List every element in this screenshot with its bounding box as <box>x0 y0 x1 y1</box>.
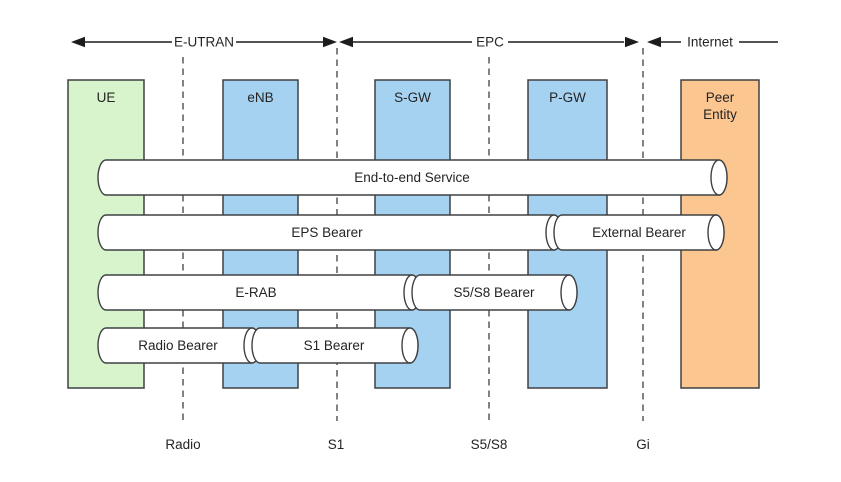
bearer-label-eps-bearer: EPS Bearer <box>291 225 363 240</box>
bearer-label-s1-bearer: S1 Bearer <box>304 338 365 353</box>
pipe-end-cap <box>707 214 725 251</box>
interface-label-radio: Radio <box>165 437 200 452</box>
bearer-label-radio-bearer: Radio Bearer <box>138 338 218 353</box>
bearer-pipe-s5s8-bearer: S5/S8 Bearer <box>411 274 578 311</box>
pipe-end-cap <box>560 274 578 311</box>
bearer-pipe-eps-bearer: EPS Bearer <box>97 214 563 251</box>
domain-label-eutran: E-UTRAN <box>174 35 234 50</box>
bearer-label-s5s8-bearer: S5/S8 Bearer <box>453 285 535 300</box>
domain-span-epc: EPC <box>339 35 639 50</box>
bearer-pipe-s1-bearer: S1 Bearer <box>251 327 419 364</box>
domain-label-epc: EPC <box>476 35 504 50</box>
internet-arrowhead-left-icon <box>647 36 661 48</box>
eutran-arrowhead-right-icon <box>323 36 337 48</box>
pipe-end-cap <box>710 159 728 196</box>
node-label-pgw: P-GW <box>549 90 586 105</box>
bearer-label-external-bearer: External Bearer <box>592 225 686 240</box>
pipe-end-cap <box>401 327 419 364</box>
interface-label-s5s8: S5/S8 <box>471 437 508 452</box>
node-label-sgw: S-GW <box>394 90 431 105</box>
bearer-pipe-erab: E-RAB <box>97 274 421 311</box>
bearer-pipe-radio-bearer: Radio Bearer <box>97 327 261 364</box>
node-label-enb: eNB <box>247 90 273 105</box>
bearer-label-erab: E-RAB <box>235 285 276 300</box>
interface-label-gi: Gi <box>636 437 650 452</box>
domain-label-internet: Internet <box>687 35 733 50</box>
node-label-ue: UE <box>97 90 116 105</box>
epc-arrowhead-left-icon <box>339 36 353 48</box>
node-label-peer-line1: Peer <box>706 90 735 105</box>
bearer-label-end-to-end-service: End-to-end Service <box>354 170 470 185</box>
bearer-pipe-external-bearer: External Bearer <box>553 214 725 251</box>
bearer-pipe-end-to-end-service: End-to-end Service <box>97 159 728 196</box>
domain-span-eutran: E-UTRAN <box>71 35 337 50</box>
interface-label-s1: S1 <box>328 437 345 452</box>
epc-arrowhead-right-icon <box>625 36 639 48</box>
node-label-peer-line2: Entity <box>703 107 737 122</box>
eutran-arrowhead-left-icon <box>71 36 85 48</box>
domain-span-internet: Internet <box>647 35 778 50</box>
